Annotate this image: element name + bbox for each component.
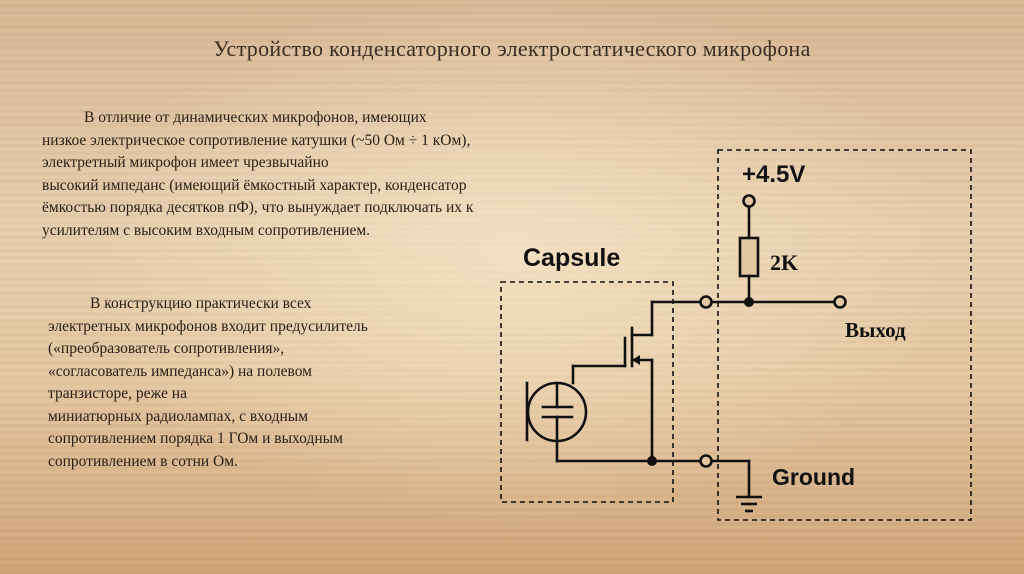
resistor-value-label: 2K bbox=[770, 250, 798, 275]
resistor bbox=[738, 236, 760, 278]
ground-terminal-left bbox=[699, 454, 713, 468]
supply-voltage-label: +4.5V bbox=[742, 161, 805, 188]
paragraph-line: высокий импеданс (имеющий ёмкостный хара… bbox=[42, 176, 467, 194]
preamp-box bbox=[717, 149, 972, 521]
output-terminal bbox=[833, 295, 847, 309]
paragraph-line: миниатюрных радиолампах, с входным bbox=[48, 407, 309, 425]
paragraph-preamp: В конструкцию практически всех электретн… bbox=[48, 293, 368, 473]
capsule-label: Capsule bbox=[523, 244, 620, 272]
supply-terminal bbox=[742, 194, 756, 208]
ground-junction bbox=[647, 456, 657, 466]
paragraph-line: ёмкостью порядка десятков пФ), что вынуж… bbox=[42, 199, 474, 216]
drain-terminal bbox=[699, 295, 713, 309]
paragraph-line: транзисторе, реже на bbox=[48, 385, 187, 402]
paragraph-line: электретный микрофон имеет чрезвычайно bbox=[42, 154, 329, 171]
paragraph-line: электретных микрофонов входит предусилит… bbox=[48, 317, 368, 335]
output-junction bbox=[744, 297, 754, 307]
paragraph-line: низкое электрическое сопротивление катуш… bbox=[42, 131, 471, 149]
paragraph-line: В отличие от динамических микрофонов, им… bbox=[84, 109, 427, 126]
paragraph-line: В конструкцию практически всех bbox=[90, 295, 312, 312]
capsule-box bbox=[500, 281, 674, 503]
paragraph-line: «согласователь импеданса») на полевом bbox=[48, 362, 312, 380]
paragraph-line: усилителям с высоким входным сопротивлен… bbox=[42, 221, 371, 239]
paragraph-line: («преобразователь сопротивления», bbox=[48, 340, 285, 357]
paragraph-line: сопротивлением порядка 1 ГОм и выходным bbox=[48, 430, 343, 447]
slide-title: Устройство конденсаторного электростатич… bbox=[213, 36, 811, 61]
paragraph-line: сопротивлением в сотни Ом. bbox=[48, 452, 238, 470]
paragraph-impedance: В отличие от динамических микрофонов, им… bbox=[42, 107, 473, 242]
fet-gate-arrow bbox=[632, 355, 640, 365]
ground-symbol bbox=[736, 495, 762, 513]
output-label: Выход bbox=[845, 318, 906, 342]
ground-label: Ground bbox=[772, 464, 855, 490]
